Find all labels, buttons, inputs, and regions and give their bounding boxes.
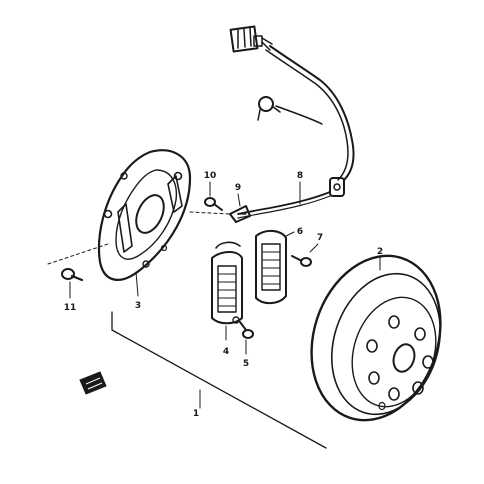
screw-part-9	[189, 193, 251, 223]
callout-2: 2	[377, 247, 383, 257]
callout-8: 8	[297, 171, 303, 181]
assembly-bracket-part-1	[111, 311, 327, 449]
callout-5: 5	[243, 359, 249, 369]
stator-coil-part-6	[255, 230, 295, 304]
wire-clamp	[329, 177, 345, 197]
callout-6: 6	[297, 227, 303, 237]
callout-11: 11	[64, 303, 77, 313]
callout-3: 3	[135, 301, 141, 311]
wire-harness	[229, 25, 355, 219]
label-plate	[79, 371, 107, 395]
harness-connector	[229, 25, 273, 53]
callout-10: 10	[204, 171, 217, 181]
flywheel-rotor	[310, 254, 442, 422]
callout-1: 1	[193, 409, 199, 419]
stator-coil-part-4	[211, 241, 243, 341]
callout-4: 4	[223, 347, 229, 357]
callout-9: 9	[235, 183, 241, 193]
screw-part-10	[204, 181, 223, 211]
stator-base-plate	[97, 149, 192, 297]
callout-7: 7	[317, 233, 323, 243]
screw-part-7	[291, 243, 319, 267]
screw-part-5	[239, 321, 254, 355]
screw-part-11	[47, 243, 109, 299]
bulb-plug	[257, 96, 281, 121]
